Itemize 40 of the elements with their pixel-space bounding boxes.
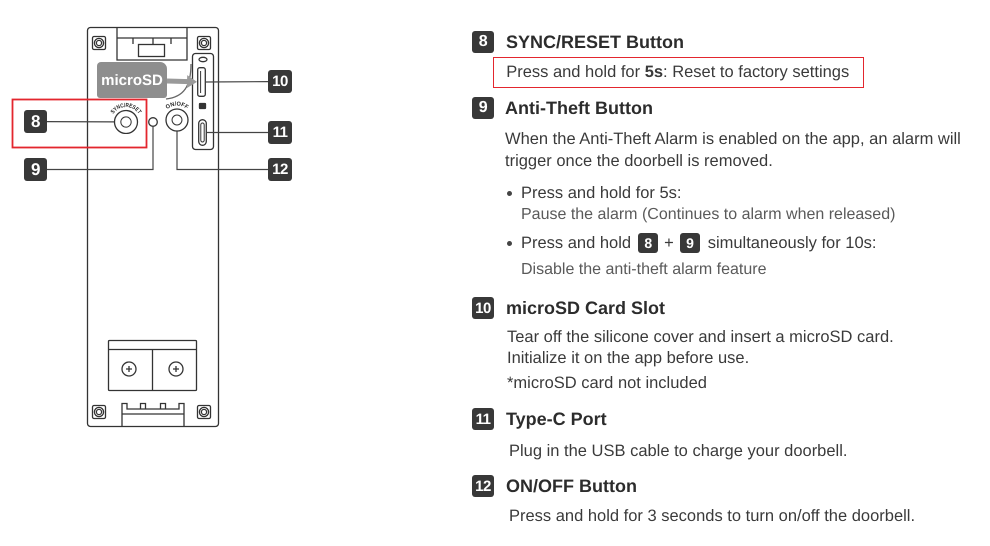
leader-line (207, 132, 268, 134)
section-heading: SYNC/RESET Button (506, 31, 684, 54)
callout-number: 9 (24, 158, 47, 181)
memory-card: microSD (97, 62, 167, 98)
note-text: Pause the alarm (Continues to alarm when released) (521, 205, 896, 225)
callout-number: 11 (268, 121, 292, 144)
note-text: Disable the anti-theft alarm feature (521, 260, 766, 280)
number-badge: 8 (472, 31, 494, 53)
number-badge: 9 (680, 233, 700, 253)
callout-number: 10 (268, 70, 292, 93)
usb-port (198, 119, 207, 146)
number-badge: 9 (472, 97, 494, 119)
number-badge: 12 (472, 475, 494, 497)
section-heading: Anti-Theft Button (505, 97, 653, 120)
section-heading: microSD Card Slot (506, 297, 666, 320)
arrow (166, 75, 197, 88)
description-text: Press and hold for 5s: Reset to factory settings (506, 62, 850, 82)
leader-line (176, 131, 268, 170)
pinhole-button (148, 117, 158, 127)
section-heading: ON/OFF Button (506, 475, 637, 498)
plus-sign: + (664, 233, 674, 254)
leader-line (206, 81, 268, 83)
number-badge: 11 (472, 408, 494, 430)
leader-line (47, 121, 114, 122)
number-badge: 8 (638, 233, 658, 253)
leader-line (47, 127, 154, 170)
description-text: Press and hold for 3 seconds to turn on/off the doorbell. (509, 506, 916, 527)
description-text: When the Anti-Theft Alarm is enabled on the app, an alarm will trigger once the doorbell is removed. (505, 129, 962, 172)
bullet-text: Press and hold for 5s: (521, 183, 682, 204)
section-heading: Type-C Port (506, 408, 607, 431)
callout-number: 8 (24, 110, 47, 133)
description-text: *microSD card not included (507, 373, 707, 394)
description-text: Initialize it on the app before use. (507, 348, 750, 369)
bullet-text: Press and hold (521, 233, 632, 254)
callout-number: 12 (268, 158, 292, 181)
number-badge: 10 (472, 297, 494, 319)
card-slot (197, 67, 206, 97)
bullet-text: simultaneously for 10s: (708, 233, 876, 254)
description-text: Tear off the silicone cover and insert a microSD card. (507, 327, 894, 348)
description-text: Plug in the USB cable to charge your doorbell. (509, 441, 848, 462)
